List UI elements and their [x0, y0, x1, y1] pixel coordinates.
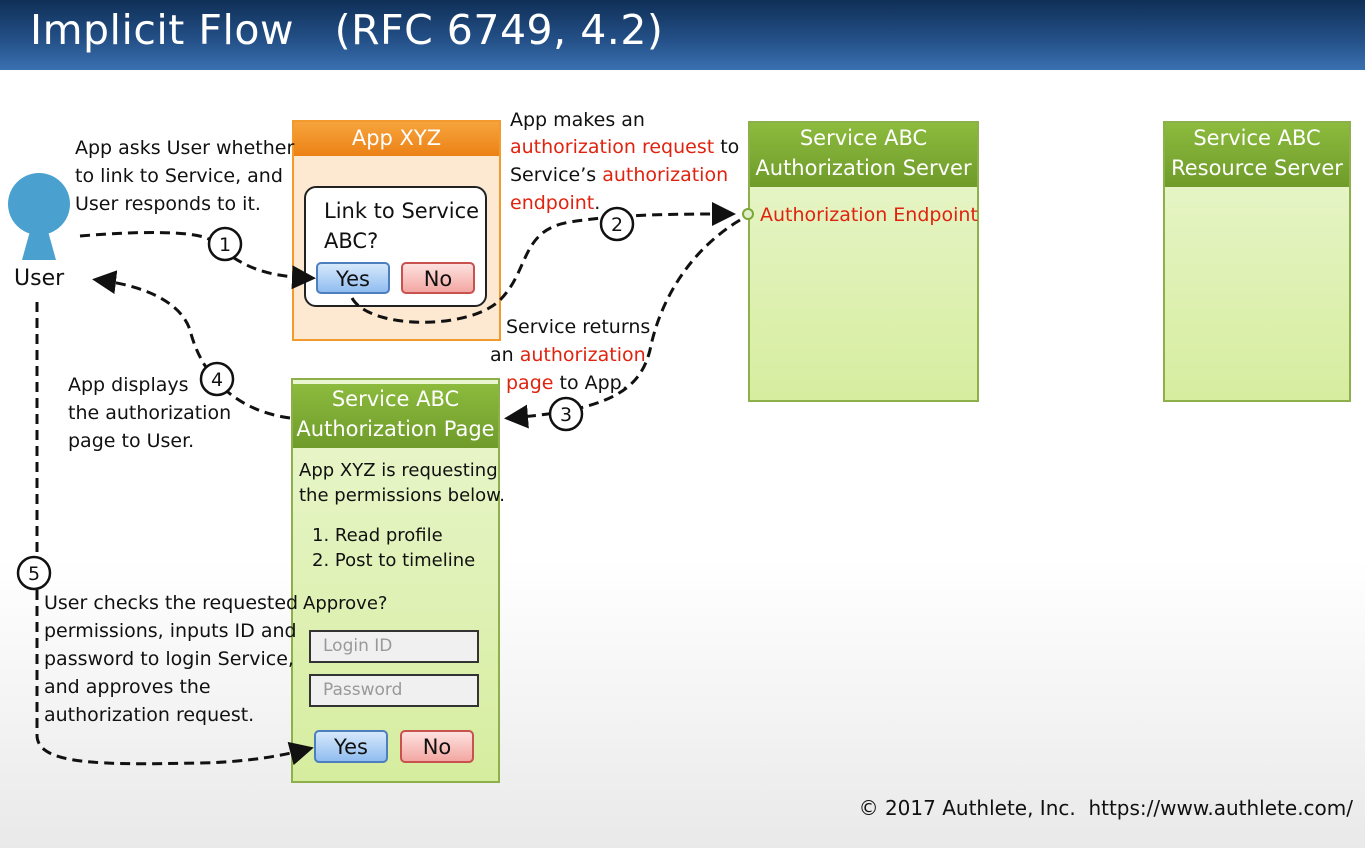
approve-label: Approve? — [303, 593, 388, 614]
step2-auth-request: authorization request — [510, 136, 715, 158]
footer-copyright: © 2017 Authlete, Inc. https://www.authle… — [858, 796, 1353, 820]
app-no-button[interactable]: No — [401, 262, 475, 294]
step5-annotation-line4: and approves the — [44, 676, 211, 698]
step1-annotation-line3: User responds to it. — [75, 193, 261, 215]
approve-no-button[interactable]: No — [400, 730, 474, 763]
auth-page-desc-line1: App XYZ is requesting — [299, 460, 498, 481]
dialog-question-line2: ABC? — [324, 229, 379, 253]
title-bar: Implicit Flow (RFC 6749, 4.2) — [0, 0, 1365, 70]
auth-server-title-line1: Service ABC — [799, 126, 928, 150]
permission-item-2: 2. Post to timeline — [312, 550, 476, 571]
step2-text-a: App makes an — [510, 109, 645, 131]
step3-annotation-line3: page to App. — [506, 369, 628, 397]
step5-circle — [16, 555, 52, 591]
step4-annotation-line2: the authorization — [68, 402, 232, 424]
step4-annotation-line3: page to User. — [68, 430, 195, 452]
step3-number: 3 — [560, 404, 572, 426]
step4-circle — [199, 361, 235, 397]
authorization-endpoint-label: Authorization Endpoint — [760, 204, 978, 226]
arrow-step4 — [92, 270, 291, 420]
app-xyz-header: App XYZ — [294, 122, 499, 156]
step1-circle — [207, 226, 243, 262]
dialog-question-line1: Link to Service — [324, 199, 480, 223]
user-icon — [8, 173, 70, 260]
step5-annotation-line5: authorization request. — [44, 704, 255, 726]
step3-annotation-line1: Service returns — [506, 316, 651, 338]
step2-dot: . — [594, 192, 601, 214]
step5-annotation-line1: User checks the requested — [44, 592, 299, 614]
step1-annotation-line2: to link to Service, and — [75, 165, 283, 187]
password-field[interactable]: Password — [309, 674, 479, 707]
authorization-server-header: Service ABC Authorization Server — [750, 123, 977, 187]
step3-circle — [548, 396, 584, 432]
user-label: User — [14, 266, 65, 291]
step4-number: 4 — [211, 369, 223, 391]
step2-annotation-line2: authorization request to — [510, 133, 739, 161]
step2-to: to — [714, 136, 740, 158]
auth-server-title-line2: Authorization Server — [755, 156, 972, 180]
step4-annotation-line1: App displays — [68, 374, 189, 396]
auth-page-title-line2: Authorization Page — [296, 417, 495, 441]
endpoint-dot — [742, 208, 754, 220]
step2-endpoint: endpoint — [510, 192, 595, 214]
permission-item-1: 1. Read profile — [312, 525, 443, 546]
step2-annotation-line3: Service’s authorization — [510, 161, 728, 189]
resource-server-title-line2: Resource Server — [1171, 156, 1343, 180]
step3-annotation-line2: an authorization — [490, 341, 646, 369]
link-dialog: Link to Service ABC? Yes No — [304, 186, 487, 307]
approve-yes-button[interactable]: Yes — [314, 730, 388, 763]
app-xyz-box: App XYZ Link to Service ABC? Yes No — [292, 120, 501, 341]
resource-server-header: Service ABC Resource Server — [1165, 123, 1349, 187]
arrow-step2 — [350, 202, 736, 324]
authorization-page-header: Service ABC Authorization Page — [293, 384, 498, 448]
step3-an: an — [490, 344, 520, 366]
step5-number: 5 — [28, 563, 40, 585]
step5-annotation-line2: permissions, inputs ID and — [44, 620, 297, 642]
auth-page-title-line1: Service ABC — [331, 387, 460, 411]
step2-number: 2 — [611, 214, 623, 236]
step2-circle — [599, 206, 635, 242]
arrow-step5 — [35, 302, 314, 766]
step1-number: 1 — [219, 234, 231, 256]
step2-annotation-line1: App makes an — [510, 106, 645, 134]
arrow-step3 — [504, 218, 741, 429]
app-yes-button[interactable]: Yes — [316, 262, 390, 294]
step3-authorization: authorization — [519, 344, 646, 366]
step2-services: Service’s — [510, 164, 603, 186]
auth-page-desc-line2: the permissions below. — [299, 485, 505, 506]
step2-authorization: authorization — [602, 164, 729, 186]
step3-tail: to App. — [553, 372, 628, 394]
arrow-step1 — [79, 231, 316, 290]
step1-annotation-line1: App asks User whether — [75, 137, 295, 159]
step5-annotation-line3: password to login Service, — [44, 648, 294, 670]
resource-server-title-line1: Service ABC — [1193, 126, 1321, 150]
slide-title: Implicit Flow (RFC 6749, 4.2) — [30, 6, 664, 54]
step2-annotation-line4: endpoint. — [510, 189, 600, 217]
step3-page: page — [506, 372, 554, 394]
login-id-field[interactable]: Login ID — [309, 630, 479, 663]
